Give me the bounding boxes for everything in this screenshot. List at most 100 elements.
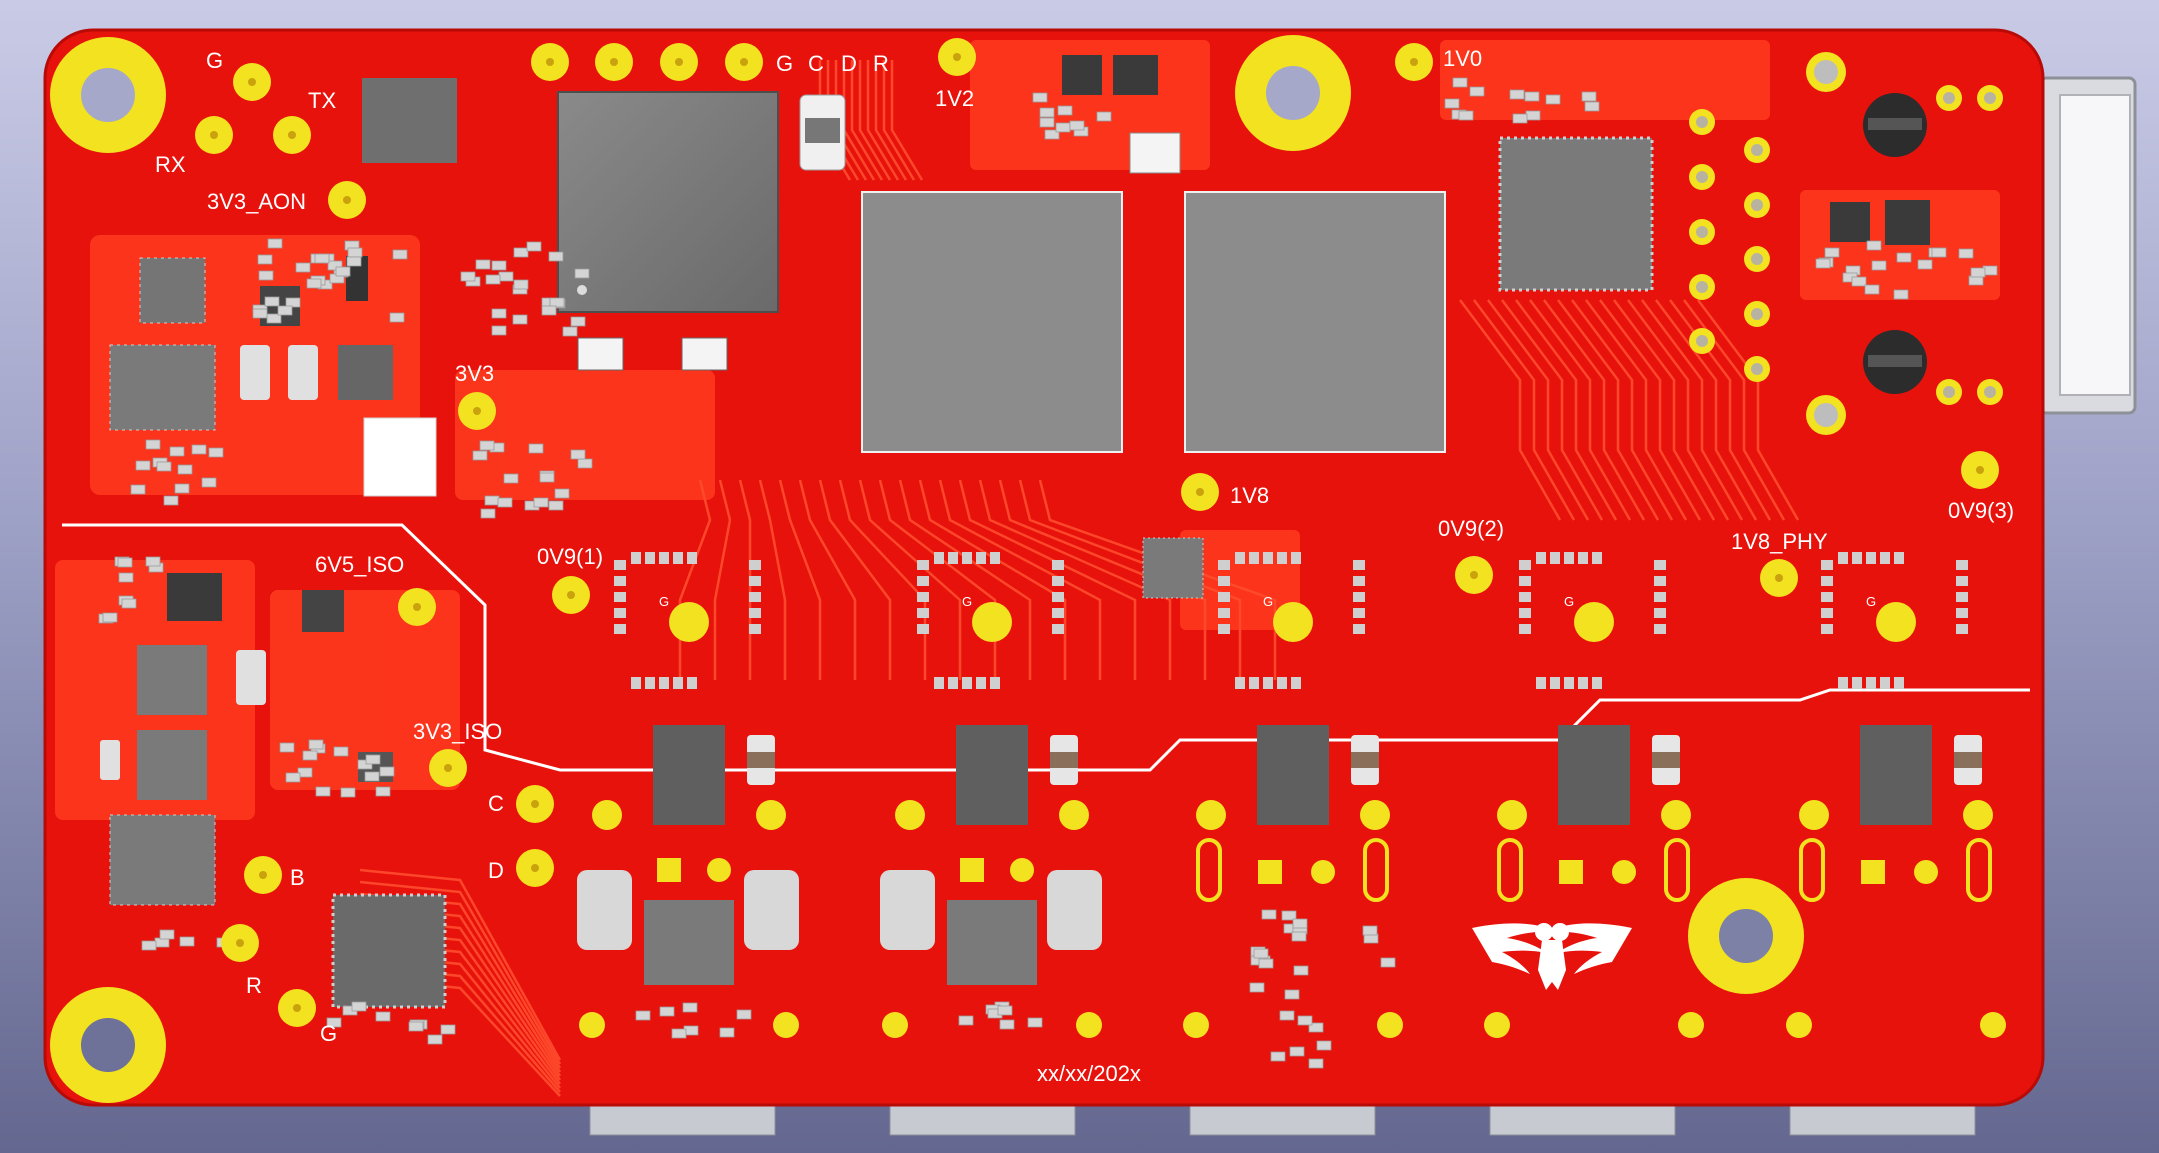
smd-resistor [252,308,268,319]
smd-resistor [1039,117,1055,128]
smd-resistor [472,450,488,461]
smd-resistor [389,312,405,323]
smd-resistor [479,440,495,451]
smd-resistor [1458,110,1474,121]
test-point-icon [458,392,496,430]
smd-resistor [351,1001,367,1012]
test-point-icon [278,989,316,1027]
trace [1557,299,1660,521]
ethernet-magnetics [1484,725,1704,1038]
label-6v5-iso: 6V5_ISO [315,552,404,577]
label-g-bottom: G [320,1021,337,1046]
ic-chip-icon [861,191,1123,453]
trace [858,479,962,680]
smd-resistor [1509,89,1525,100]
smd-resistor [346,256,362,267]
smd-resistor [121,598,137,609]
smd-resistor [340,787,356,798]
test-points [195,38,1999,1027]
smd-resistor [375,786,391,797]
pth-pin [1689,219,1715,245]
trace [778,479,822,680]
smd-resistor [295,262,311,273]
smd-resistor [533,497,549,508]
test-point-icon [1961,451,1999,489]
smd-resistor [1292,918,1308,929]
smd-resistor [1261,909,1277,920]
trace [1487,299,1590,521]
smd-resistor [1289,1046,1305,1057]
silkscreen-labels: G TX RX 3V3_AON G C D R 1V2 1V0 3V3 1V8 … [155,46,2014,1086]
smd-resistor [179,936,195,947]
trace [1641,299,1744,521]
svg-text:G: G [1263,594,1273,609]
smd-resistor [1055,122,1071,133]
ethernet-magnetics [880,725,1102,1038]
ic-chip-icon [1142,537,1204,599]
smd-resistor [491,260,507,271]
pth-pin [895,800,925,830]
smd-resistor [539,472,555,483]
ethernet-magnetics [577,725,799,1038]
trace [938,479,1102,680]
smd-resistor [484,495,500,506]
pth-pin [756,800,786,830]
label-r: R [246,973,262,998]
smd-resistor [308,739,324,750]
smd-resistor [1866,240,1882,251]
smd-resistor [1958,248,1974,259]
smd-resistor [1362,925,1378,936]
smd-resistor [1316,1040,1332,1051]
pth-pin [1678,1012,1704,1038]
label-0v9-2: 0V9(2) [1438,516,1504,541]
trace [1613,299,1716,521]
pth-pin [1661,800,1691,830]
smd-resistor [1284,989,1300,1000]
smd-resistor [549,297,565,308]
test-point-icon [429,749,467,787]
smd-resistor [201,477,217,488]
trace [1697,299,1800,521]
test-point-icon [660,43,698,81]
smd-resistor [460,271,476,282]
smd-resistor [364,771,380,782]
smd-resistor [1512,113,1528,124]
smd-resistor [1931,247,1947,258]
label-3v3-aon: 3V3_AON [207,189,306,214]
test-point-icon [1876,602,1916,642]
test-point-icon [195,116,233,154]
pth-pin [1744,356,1770,382]
test-point-icon [972,602,1012,642]
smd-resistor [548,500,564,511]
traces [359,60,1800,1097]
pth-pin [1936,379,1962,405]
pth-pin [1377,1012,1403,1038]
smd-resistor [277,305,293,316]
smd-resistor [1293,965,1309,976]
trace [1655,299,1758,521]
smd-resistor [671,1028,687,1039]
smd-resistor [335,266,351,277]
pth-pin [1980,1012,2006,1038]
ic-chip-icon [557,91,779,313]
label-0v9-1: 0V9(1) [537,544,603,569]
smd-resistor [1871,260,1887,271]
pth-pin [882,1012,908,1038]
label-tx: TX [308,88,336,113]
passives-large [100,94,1181,780]
usb-connector-icon [2038,76,2137,415]
smd-resistor [1249,982,1265,993]
pth-pin [592,800,622,830]
smd-resistor [408,1021,424,1032]
trace [798,479,857,680]
smd-resistor [999,1019,1015,1030]
smd-resistor [302,750,318,761]
smd-resistor [1864,284,1880,295]
smd-resistor [130,484,146,495]
trace [978,479,1172,680]
pth-pin [1744,246,1770,272]
pth-pin [1963,800,1993,830]
pth-pin [1786,1012,1812,1038]
pth-pin [1497,800,1527,830]
ic-chip-icon [137,645,207,715]
